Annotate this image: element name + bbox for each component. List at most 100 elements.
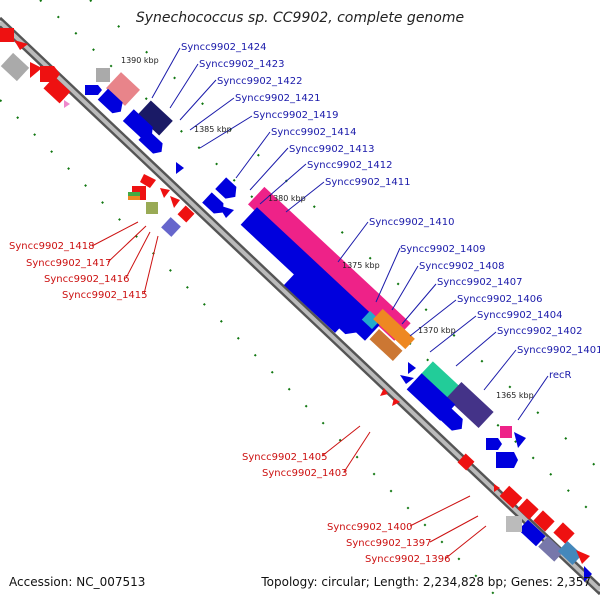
- backbone-outer: [0, 16, 600, 588]
- gene-1396: [553, 522, 575, 544]
- gene-1414: [215, 177, 237, 199]
- reverse-genes: [0, 28, 590, 564]
- gene-forward: [557, 541, 583, 565]
- gene-label: Syncc9902_1400: [327, 522, 413, 533]
- gene-reverse: [14, 40, 28, 50]
- gene-1401: [446, 381, 494, 429]
- backbone-inner: [0, 24, 600, 596]
- gene-1409: [329, 304, 359, 335]
- gene-label: Syncc9902_1397: [346, 538, 432, 549]
- gene-label: Syncc9902_1416: [44, 274, 130, 285]
- backbone-fill: [0, 20, 600, 592]
- kbp-label-1375: 1375 kbp: [342, 261, 380, 270]
- gene-label: Syncc9902_1414: [271, 127, 357, 138]
- gene-1397: [517, 498, 539, 520]
- gene-label: Syncc9902_1405: [242, 452, 328, 463]
- gene-1422: [122, 109, 153, 139]
- kbp-label-1390: 1390 kbp: [121, 56, 159, 65]
- gene-label: Syncc9902_1413: [289, 144, 375, 155]
- gene-1408: [361, 310, 381, 330]
- gene-label: Syncc9902_1396: [365, 554, 451, 565]
- gene-1400b: [499, 485, 523, 509]
- gene-forward-pink: [105, 72, 141, 106]
- accession-label: Accession: NC_007513: [9, 575, 145, 589]
- gene-forward: [496, 452, 518, 468]
- gene-1421: [138, 129, 163, 154]
- gene-1416c: [170, 196, 180, 208]
- gene-forward: [434, 402, 463, 431]
- gene-1407: [373, 308, 415, 350]
- gene-reverse: [30, 62, 42, 78]
- gene-forward: [85, 85, 102, 95]
- gene-1413: [202, 192, 224, 214]
- gene-1410: [240, 207, 382, 341]
- gene-forward: [518, 519, 546, 547]
- forward-label-connectors: [151, 47, 549, 421]
- gene-label: Syncc9902_1424: [181, 42, 267, 53]
- gene-label: Syncc9902_1403: [262, 468, 348, 479]
- gene-1405: [380, 388, 388, 396]
- gene-reverse: [43, 76, 71, 104]
- forward-genes: [85, 68, 592, 582]
- gene-reverse-pink: [64, 100, 70, 108]
- gene-1397b: [533, 510, 555, 532]
- kbp-label-1365: 1365 kbp: [496, 391, 534, 400]
- gene-label: Syncc9902_1419: [253, 110, 339, 121]
- gene-label: Syncc9902_1411: [325, 177, 411, 188]
- gene-forward: [486, 438, 502, 450]
- gene-label: Syncc9902_1410: [369, 217, 455, 228]
- gene-1406: [369, 328, 403, 362]
- gene-1411: [247, 186, 411, 341]
- kbp-label-1385: 1385 kbp: [194, 125, 232, 134]
- gene-1416b: [146, 202, 158, 214]
- forward-gene-labels: Syncc9902_1424 Syncc9902_1423 Syncc9902_…: [181, 42, 600, 381]
- gene-label: Syncc9902_1418: [9, 241, 95, 252]
- gene-1417b: [128, 196, 140, 200]
- inner-ring-ticks: [0, 99, 501, 600]
- gene-label: Syncc9902_1423: [199, 59, 285, 70]
- gene-forward: [584, 566, 592, 582]
- gene-recR-pink: [500, 426, 512, 438]
- gene-label: Syncc9902_1412: [307, 160, 393, 171]
- gene-label: Syncc9902_1421: [235, 93, 321, 104]
- gene-label: Syncc9902_1417: [26, 258, 112, 269]
- gene-1416d: [177, 205, 195, 223]
- gene-1412: [218, 205, 234, 218]
- gene-1403: [392, 398, 400, 406]
- gene-label: recR: [549, 370, 572, 381]
- gene-label: Syncc9902_1408: [419, 261, 505, 272]
- gene-label: Syncc9902_1401: [517, 345, 600, 356]
- gene-1404b: [400, 375, 414, 384]
- gene-reverse: [0, 28, 14, 42]
- gene-1396b: [576, 550, 590, 564]
- map-title: Synechococcus sp. CC9902, complete genom…: [136, 10, 464, 26]
- gene-label: Syncc9902_1409: [400, 244, 486, 255]
- gene-recR: [514, 432, 526, 448]
- gene-label: Syncc9902_1402: [497, 326, 583, 337]
- gene-1396-gray: [506, 516, 522, 532]
- gene-label: Syncc9902_1415: [62, 290, 148, 301]
- gene-1419: [176, 162, 184, 174]
- reverse-label-connectors: [91, 221, 487, 559]
- gene-forward: [538, 536, 564, 562]
- gene-1400: [494, 484, 500, 492]
- gene-1415: [161, 217, 181, 237]
- gene-label: Syncc9902_1404: [477, 310, 563, 321]
- gene-forward: [97, 88, 123, 114]
- kbp-label-1370: 1370 kbp: [418, 326, 456, 335]
- gene-1404: [408, 362, 416, 374]
- gene-1418: [140, 174, 156, 188]
- reverse-gene-labels: Syncc9902_1418 Syncc9902_1417 Syncc9902_…: [9, 241, 451, 565]
- gene-reverse: [457, 453, 475, 471]
- topology-label: Topology: circular; Length: 2,234,828 bp…: [260, 575, 591, 589]
- gene-label: Syncc9902_1422: [217, 76, 303, 87]
- gene-label: Syncc9902_1406: [457, 294, 543, 305]
- gene-forward-gray: [96, 68, 110, 82]
- gene-1416: [160, 188, 170, 198]
- gene-reverse-gray: [0, 52, 30, 82]
- kbp-label-1380: 1380 kbp: [268, 194, 306, 203]
- gene-label: Syncc9902_1407: [437, 277, 523, 288]
- far-outer-ring-ticks: [89, 0, 600, 471]
